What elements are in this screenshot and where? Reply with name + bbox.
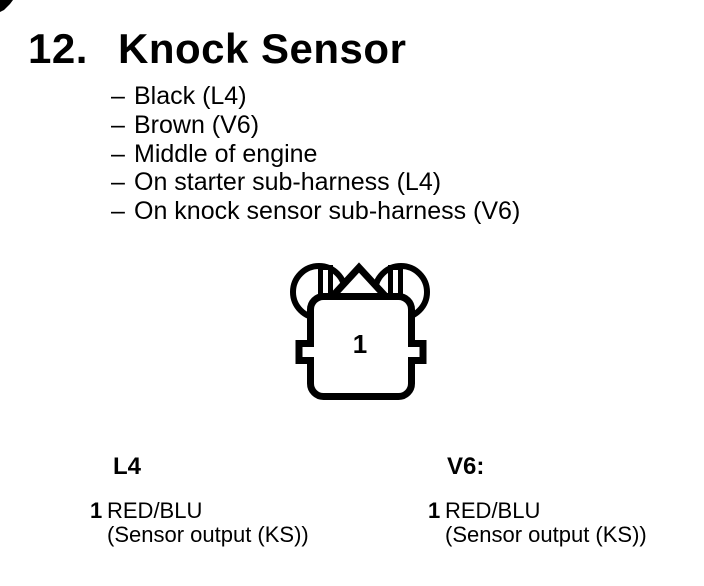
section-number: 12. xyxy=(28,25,88,72)
bullet-text: Middle of engine xyxy=(134,139,318,168)
connector-pin-number: 1 xyxy=(353,329,367,359)
pin-number: 1 xyxy=(90,498,103,523)
bullet-dash: – xyxy=(111,197,125,226)
list-item: – On starter sub-harness (L4) xyxy=(111,168,520,197)
pinout-row-v6: 1 RED/BLU (Sensor output (KS)) xyxy=(428,499,647,547)
bullet-list: – Black (L4) – Brown (V6) – Middle of en… xyxy=(111,82,520,226)
list-item: – Brown (V6) xyxy=(111,111,520,140)
knock-sensor-connector-diagram: 1 xyxy=(290,262,430,400)
bullet-dash: – xyxy=(111,82,125,110)
bullet-text: On starter sub-harness (L4) xyxy=(134,168,442,197)
column-heading-v6: V6: xyxy=(447,453,485,480)
list-item: – Middle of engine xyxy=(111,140,520,169)
bullet-dash: – xyxy=(111,139,125,168)
pin-details: RED/BLU (Sensor output (KS)) xyxy=(445,499,647,547)
bullet-dash: – xyxy=(111,110,125,139)
pin-number: 1 xyxy=(428,498,441,523)
signal-name: (Sensor output (KS)) xyxy=(107,522,309,547)
pinout-row-l4: 1 RED/BLU (Sensor output (KS)) xyxy=(90,499,309,547)
list-item: – Black (L4) xyxy=(111,82,520,111)
scan-artifact xyxy=(0,0,13,12)
pin-details: RED/BLU (Sensor output (KS)) xyxy=(107,499,309,547)
connector-wedge-icon xyxy=(327,262,391,302)
connector-body-icon xyxy=(295,293,427,400)
wire-color: RED/BLU xyxy=(445,498,541,523)
signal-name: (Sensor output (KS)) xyxy=(445,522,647,547)
bullet-text: On knock sensor sub-harness (V6) xyxy=(134,197,521,226)
bullet-text: Black (L4) xyxy=(134,82,247,110)
wire-color: RED/BLU xyxy=(107,498,203,523)
column-heading-l4: L4 xyxy=(113,453,142,480)
page-title: Knock Sensor xyxy=(118,25,407,72)
list-item: – On knock sensor sub-harness (V6) xyxy=(111,197,520,226)
bullet-dash: – xyxy=(111,168,125,197)
bullet-text: Brown (V6) xyxy=(134,110,260,139)
